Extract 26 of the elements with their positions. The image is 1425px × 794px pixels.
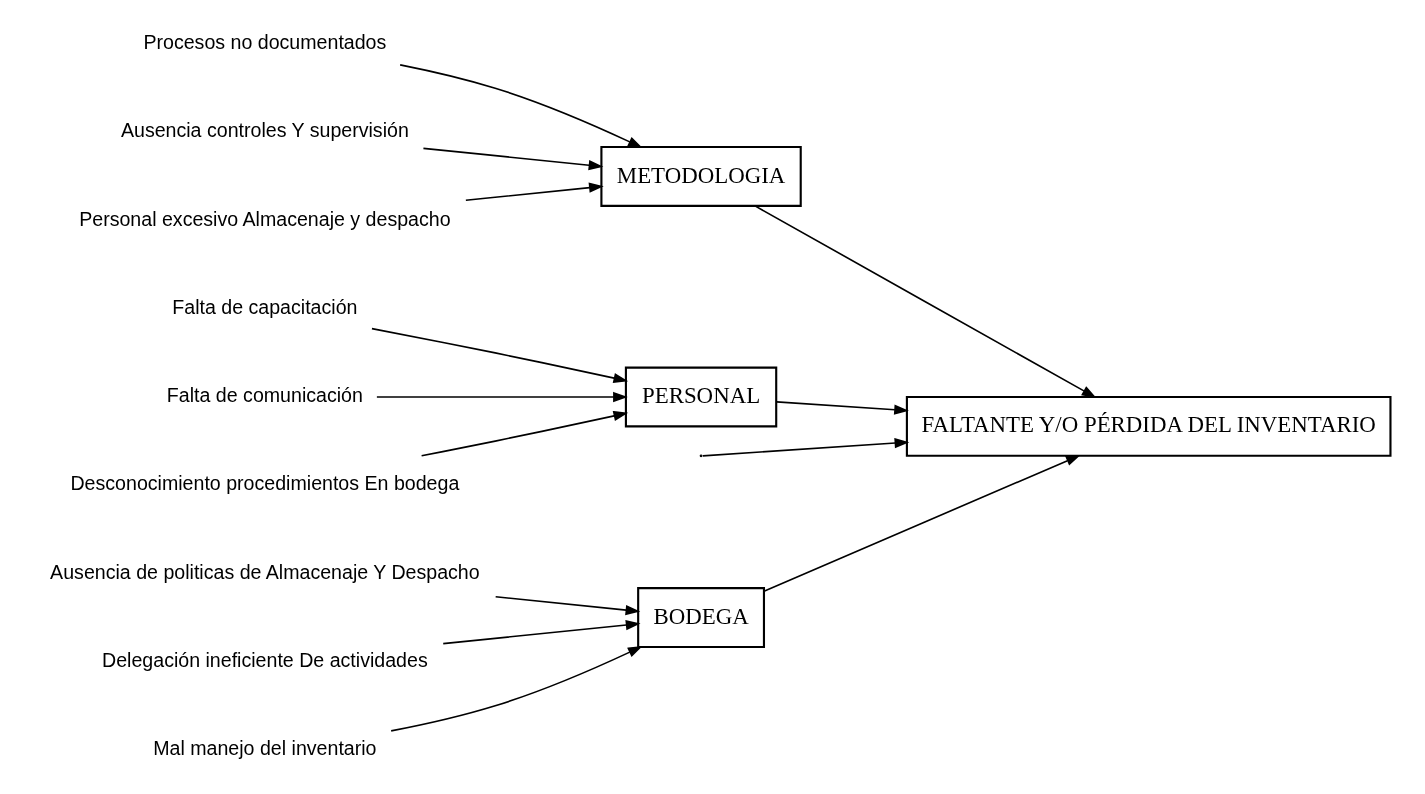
node-box: FALTANTE Y/O PÉRDIDA DEL INVENTARIO: [905, 395, 1392, 457]
node-text: Personal excesivo Almacenaje y despacho: [79, 207, 451, 230]
arrow: [775, 401, 909, 415]
arrow: [754, 205, 1097, 398]
arrow: [420, 410, 629, 457]
node-box: BODEGA: [637, 587, 765, 648]
node-text: Ausencia controles Y supervisión: [120, 119, 409, 142]
arrow: [371, 327, 629, 384]
node-text: Desconocimiento procedimientos En bodega: [70, 472, 460, 495]
node-text: Ausencia de politicas de Almacenaje Y Despacho: [50, 560, 480, 583]
node-box: METODOLOGIA: [600, 146, 802, 207]
arrow: [763, 455, 1081, 592]
node-text: Delegación ineficiente De actividades: [102, 648, 428, 671]
arrow: [390, 646, 643, 732]
node-box: PERSONAL: [624, 366, 778, 428]
arrow: [494, 595, 641, 616]
node-text: Procesos no documentados: [143, 31, 387, 54]
arrow: [376, 391, 628, 403]
arrow: [701, 437, 910, 457]
arrow: [422, 147, 604, 171]
node-text: Falta de comunicación: [166, 384, 363, 407]
arrow: [465, 182, 604, 202]
node-text: Mal manejo del inventario: [153, 736, 377, 759]
arrow: [442, 619, 641, 645]
node-text: Falta de capacitación: [172, 295, 358, 318]
arrow: [399, 64, 643, 148]
